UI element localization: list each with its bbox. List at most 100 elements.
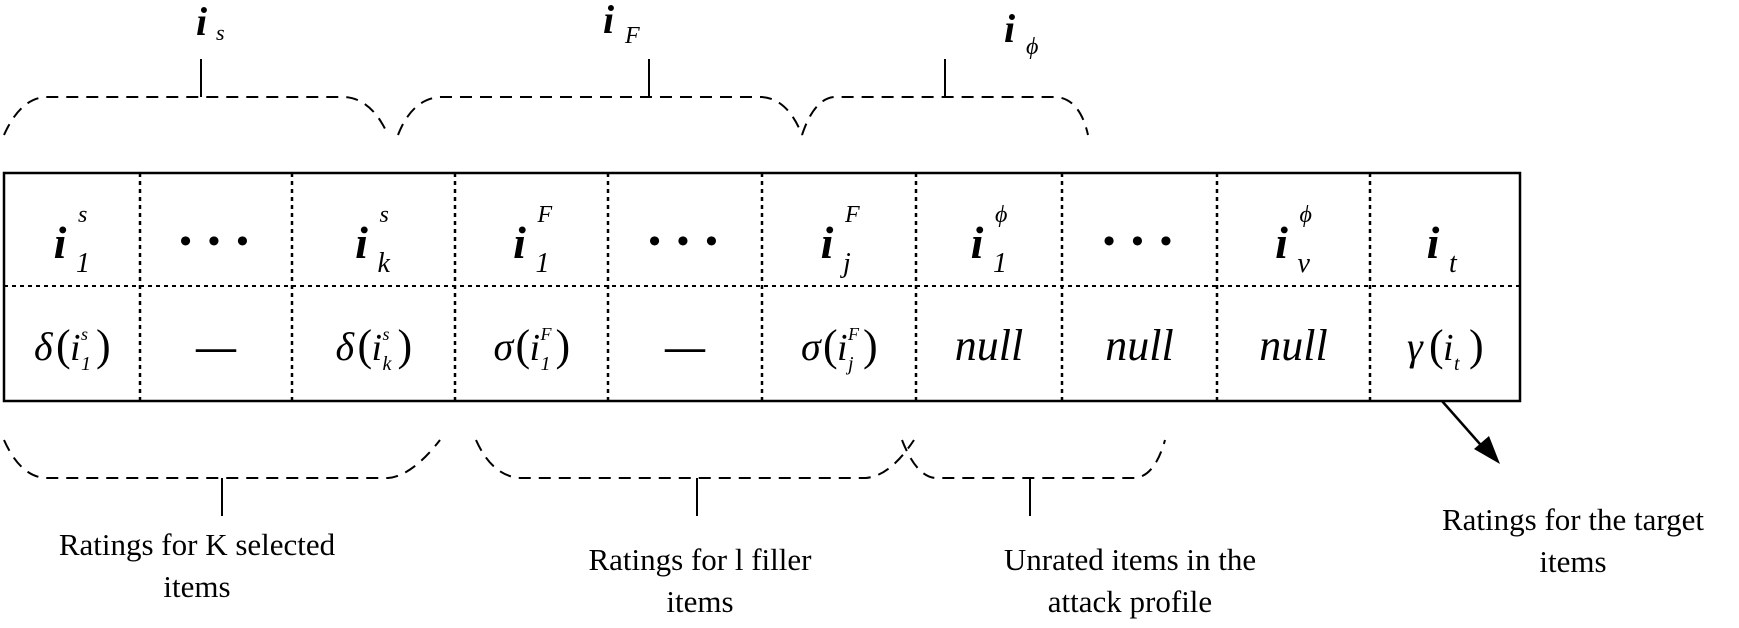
open-paren: ( [823,321,838,370]
top-brace-selected [3,96,389,136]
top-label-sub: ϕ [1026,34,1038,60]
bottom-brace-unrated [901,439,1166,479]
null-value: null [1105,321,1173,370]
caption-selected: Ratings for K selected items [59,527,336,604]
header-cell: • • • [1103,223,1176,260]
item-symbol: i [1443,327,1454,369]
top-brace-filler [397,96,803,136]
item-superscript: ϕ [995,202,1007,228]
item-symbol: i [1427,217,1440,268]
caption-line: items [163,569,230,604]
open-paren: ( [358,321,373,370]
item-subscript: 1 [76,248,90,279]
close-paren: ) [398,321,413,370]
item-superscript: s [383,324,390,344]
item-symbol: i [355,217,368,268]
item-subscript: t [1454,353,1460,375]
item-symbol: i [1275,217,1288,268]
rating-function: δ [336,324,356,369]
ellipsis: • • • [649,223,722,260]
rating-function: σ [801,324,822,369]
item-symbol: i [513,217,526,268]
item-superscript: s [380,202,389,228]
bottom-brace-filler [475,439,915,479]
value-cell: — [195,324,237,369]
top-label-sub: F [624,23,640,49]
top-label-base: i [196,0,207,44]
item-symbol: i [971,217,984,268]
open-paren: ( [516,321,531,370]
open-paren: ( [1429,321,1444,370]
close-paren: ) [1469,321,1484,370]
rating-function: γ [1407,324,1424,369]
ellipsis: • • • [180,223,253,260]
caption-filler: Ratings for l filler items [589,542,813,619]
top-group-label-filler: i F [603,0,640,49]
caption-line: Ratings for the target [1442,502,1704,537]
caption-target: Ratings for the target items [1442,502,1704,579]
item-superscript: F [844,202,860,228]
caption-unrated: Unrated items in the attack profile [1004,542,1256,619]
item-symbol: i [837,327,848,369]
item-symbol: i [70,327,81,369]
header-cell: • • • [180,223,253,260]
item-subscript: t [1449,248,1458,279]
top-brace-unrated [801,96,1089,136]
item-subscript: 1 [541,353,551,375]
caption-line: Unrated items in the [1004,542,1256,577]
caption-line: attack profile [1048,584,1212,619]
caption-line: Ratings for l filler [589,542,813,577]
rating-function: δ [34,324,54,369]
caption-line: items [1539,544,1606,579]
caption-line: items [666,584,733,619]
dash-value: — [664,324,706,369]
top-group-label-selected: i s [196,0,225,45]
item-superscript: F [537,202,553,228]
item-superscript: ϕ [1300,202,1312,228]
value-cell: null [955,321,1023,370]
item-symbol: i [372,327,383,369]
arrowhead-icon [1474,436,1500,464]
item-subscript: k [383,353,393,375]
item-subscript: 1 [993,248,1007,279]
top-label-base: i [1004,6,1015,51]
rating-function: σ [494,324,515,369]
value-cell: null [1105,321,1173,370]
bottom-brace-selected [3,439,441,479]
target-arrow [1441,400,1500,464]
top-group-label-unrated: i ϕ [1004,6,1038,60]
dash-value: — [195,324,237,369]
item-subscript: k [378,248,391,279]
item-subscript: 1 [81,353,91,375]
item-superscript: s [78,202,87,228]
open-paren: ( [56,321,71,370]
item-symbol: i [530,327,541,369]
item-superscript: s [81,324,88,344]
item-symbol: i [821,217,834,268]
close-paren: ) [96,321,111,370]
item-subscript: 1 [536,248,550,279]
close-paren: ) [863,321,878,370]
item-subscript: v [1298,248,1311,279]
item-subscript: j [840,248,851,279]
null-value: null [1259,321,1327,370]
ellipsis: • • • [1103,223,1176,260]
item-superscript: F [847,324,860,344]
value-cell: null [1259,321,1327,370]
header-cell: • • • [649,223,722,260]
caption-line: Ratings for K selected [59,527,336,562]
top-label-sub: s [216,20,225,45]
